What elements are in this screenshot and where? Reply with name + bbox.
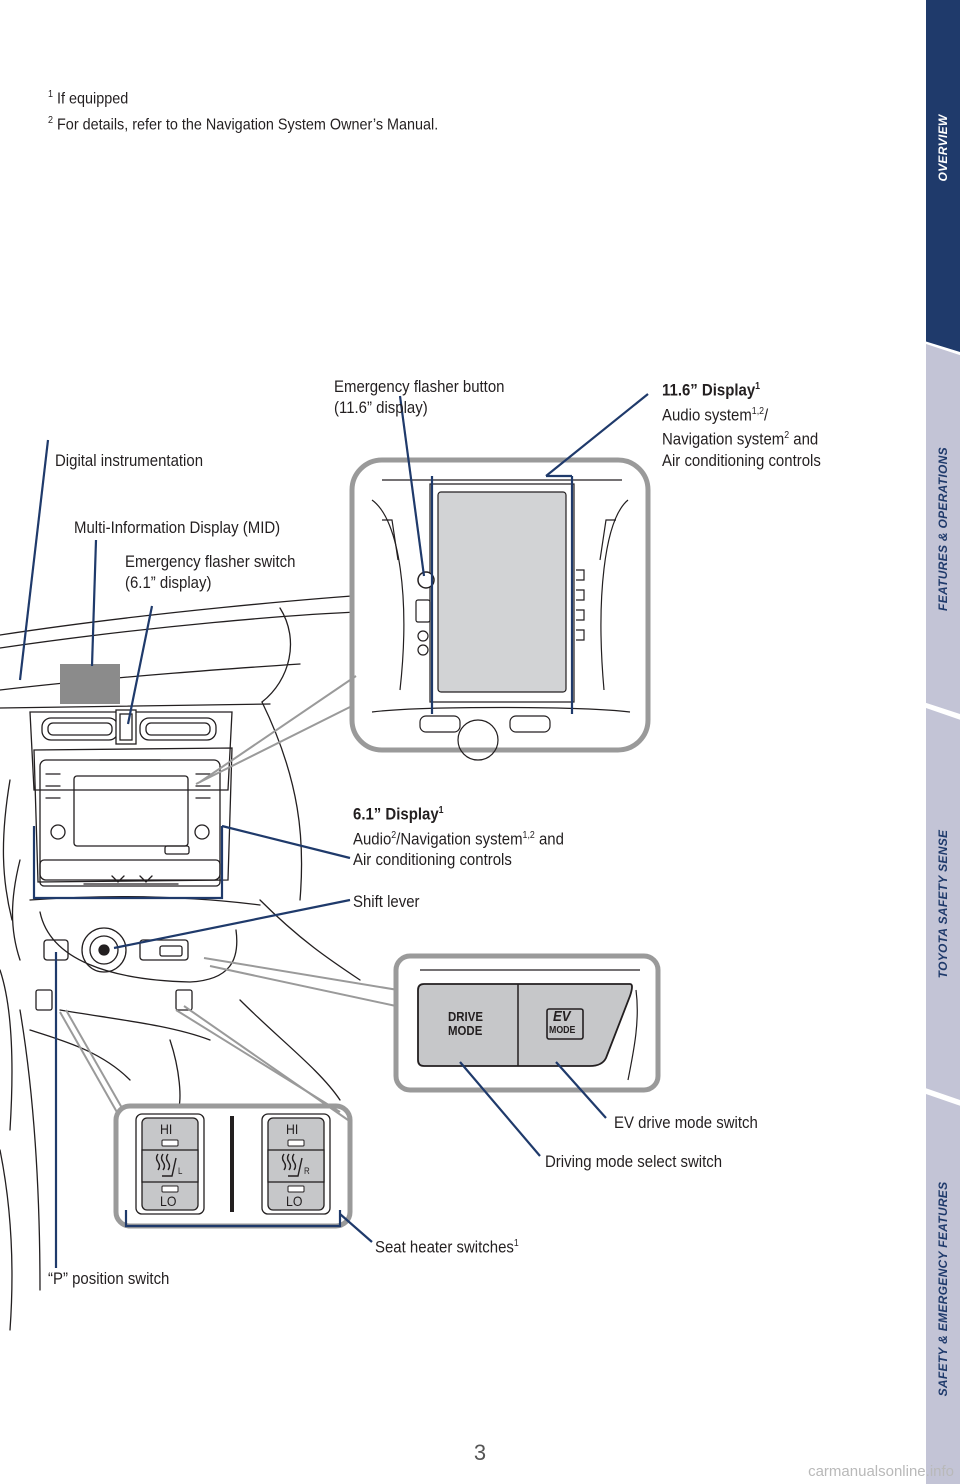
page-number: 3 bbox=[473, 1440, 487, 1465]
ev-drive-mode-switch-label: EV drive mode switch bbox=[614, 1113, 758, 1132]
tab-safety-emergency-features[interactable]: SAFETY & EMERGENCY FEATURES bbox=[926, 1094, 960, 1484]
emergency-flasher-switch-label: Emergency flasher switch(6.1” display) bbox=[125, 552, 296, 592]
ev-mode-text: MODE bbox=[549, 1025, 576, 1036]
watermark: carmanualsonline.info bbox=[808, 1463, 954, 1480]
ev-icon-text: EV bbox=[553, 1008, 571, 1025]
seat-right-lo: LO bbox=[286, 1193, 303, 1209]
footnote-2: 2 For details, refer to the Navigation S… bbox=[48, 115, 439, 134]
display-6-1-label: 6.1” Display1 Audio2/Navigation system1,… bbox=[353, 804, 564, 870]
tab-overview[interactable]: OVERVIEW bbox=[926, 0, 960, 352]
tab-toyota-safety-sense[interactable]: TOYOTA SAFETY SENSE bbox=[926, 708, 960, 1100]
seat-left-hi: HI bbox=[160, 1121, 173, 1137]
footnote-1: 1 If equipped bbox=[48, 89, 129, 108]
emergency-flasher-button-label: Emergency flasher button(11.6” display) bbox=[334, 377, 505, 417]
p-position-switch-label: “P” position switch bbox=[48, 1269, 170, 1288]
seat-right-hi: HI bbox=[286, 1121, 299, 1137]
seat-heater-switches-label: Seat heater switches1 bbox=[375, 1237, 519, 1257]
seat-heat-icon bbox=[155, 1153, 303, 1177]
seat-left-lo: LO bbox=[160, 1193, 177, 1209]
mid-label: Multi-Information Display (MID) bbox=[74, 518, 281, 537]
seat-right-side: R bbox=[304, 1166, 310, 1176]
dashboard-diagram bbox=[0, 393, 661, 1331]
digital-instrumentation-label: Digital instrumentation bbox=[55, 451, 204, 470]
display-11-6-label: 11.6” Display1 Audio system1,2/ Navigati… bbox=[662, 380, 821, 470]
driving-mode-select-switch-label: Driving mode select switch bbox=[545, 1152, 723, 1171]
shift-lever-label: Shift lever bbox=[353, 892, 420, 911]
seat-left-side: L bbox=[178, 1166, 183, 1176]
tab-features-operations[interactable]: FEATURES & OPERATIONS bbox=[926, 344, 960, 714]
